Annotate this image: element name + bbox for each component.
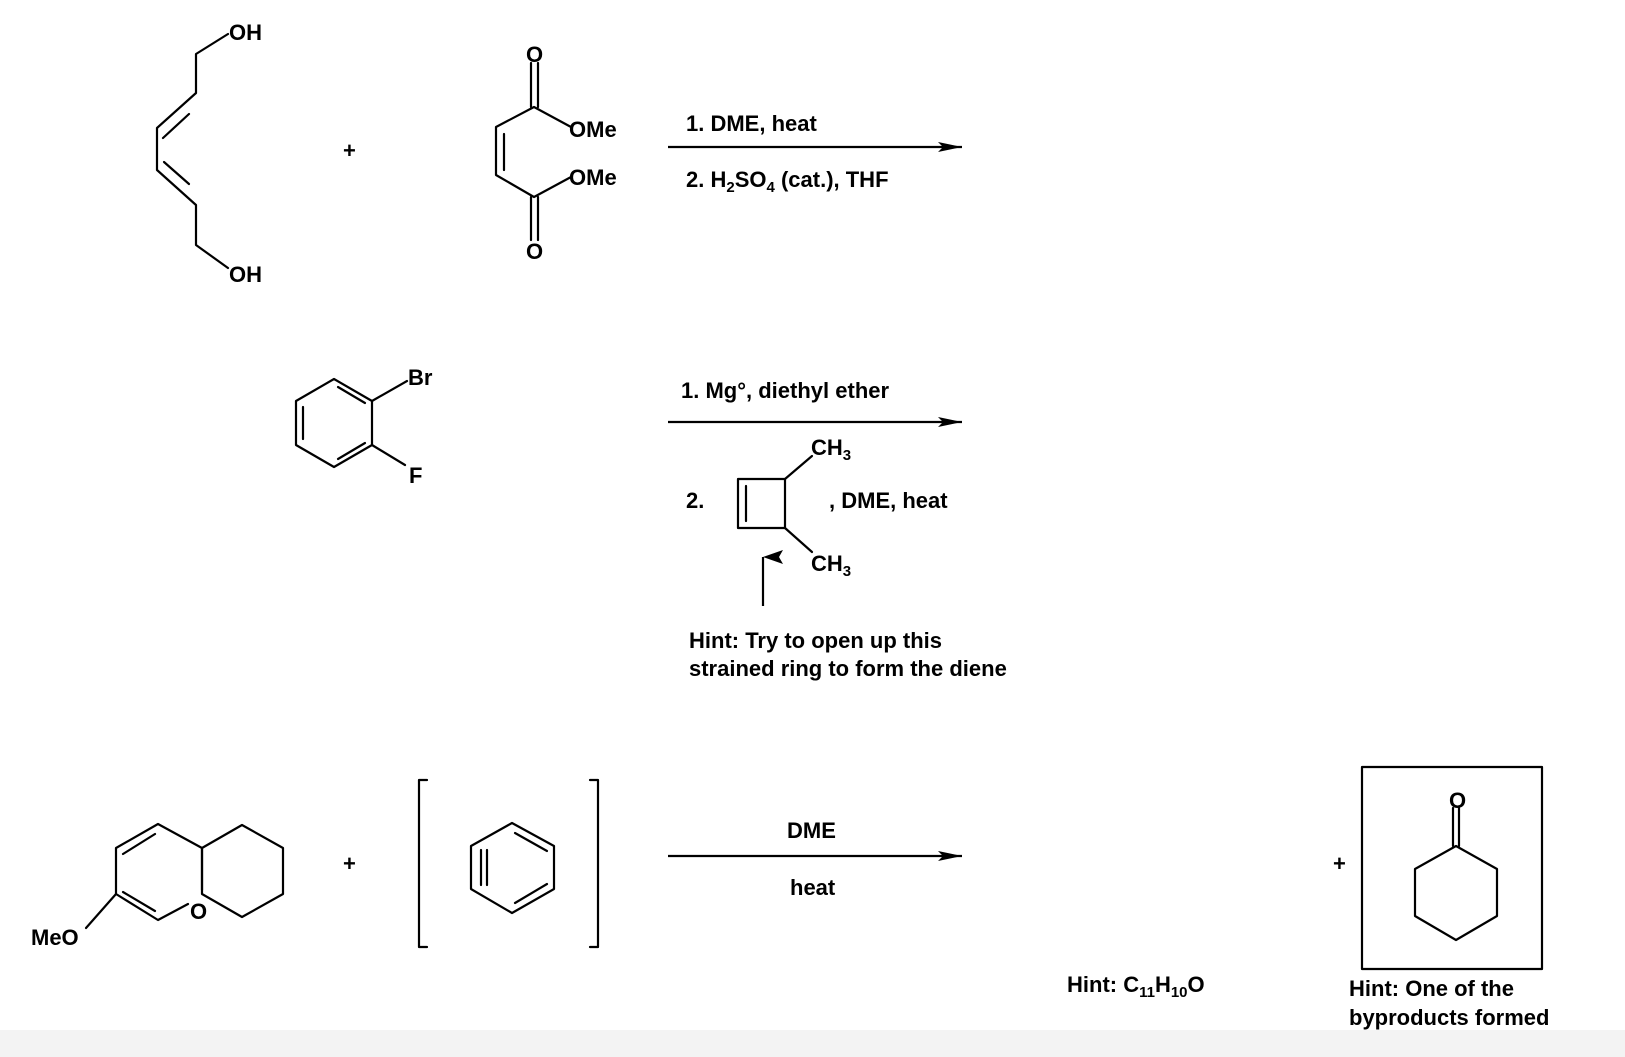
br-label: Br	[408, 365, 433, 390]
meo-label: MeO	[31, 925, 79, 950]
plus-sign-1: +	[343, 138, 356, 163]
cyclohexanone-structure	[1413, 806, 1499, 942]
condition-heat: heat	[790, 875, 836, 900]
byproduct-hint-line-2: byproducts formed	[1349, 1005, 1549, 1030]
step-2-number: 2.	[686, 488, 704, 513]
ome-label-bottom: OMe	[569, 165, 617, 190]
dimethylcyclobutene-structure	[736, 454, 814, 554]
grignard-step-1: 1. Mg°, diethyl ether	[681, 378, 889, 403]
bromofluorobenzene-structure	[294, 377, 409, 469]
plus-sign-3: +	[1333, 851, 1346, 876]
carbonyl-o-top: O	[526, 42, 543, 67]
hexadienediol-structure	[155, 32, 230, 270]
f-label: F	[409, 463, 422, 488]
dimethyl-maleate-structure	[494, 61, 573, 242]
ome-label-top: OMe	[569, 117, 617, 142]
hint-ring-line-1: Hint: Try to open up this	[689, 628, 942, 653]
ring-oxygen-label: O	[190, 899, 207, 924]
bottom-strip	[0, 1030, 1625, 1057]
ch3-label-bottom: CH3	[811, 551, 851, 580]
product-formula-hint: Hint: C11H10O	[1067, 972, 1205, 1001]
oh-label-bottom: OH	[229, 262, 262, 287]
byproduct-box	[1360, 765, 1544, 971]
carbonyl-o-bottom: O	[526, 239, 543, 264]
step-2-conditions: 2. H2SO4 (cat.), THF	[686, 167, 889, 196]
left-bracket	[417, 778, 429, 949]
plus-sign-2: +	[343, 851, 356, 876]
byproduct-hint-line-1: Hint: One of the	[1349, 976, 1514, 1001]
right-bracket	[588, 778, 600, 949]
step-1-conditions: 1. DME, heat	[686, 111, 817, 136]
ketone-o-label: O	[1449, 788, 1466, 813]
spiro-pyran-structure	[84, 822, 285, 930]
benzyne-structure	[469, 821, 556, 915]
oh-label-top: OH	[229, 20, 262, 45]
step-2-conditions-dme: , DME, heat	[829, 488, 948, 513]
hint-ring-line-2: strained ring to form the diene	[689, 656, 1007, 681]
condition-dme: DME	[787, 818, 836, 843]
ch3-label-top: CH3	[811, 435, 851, 464]
